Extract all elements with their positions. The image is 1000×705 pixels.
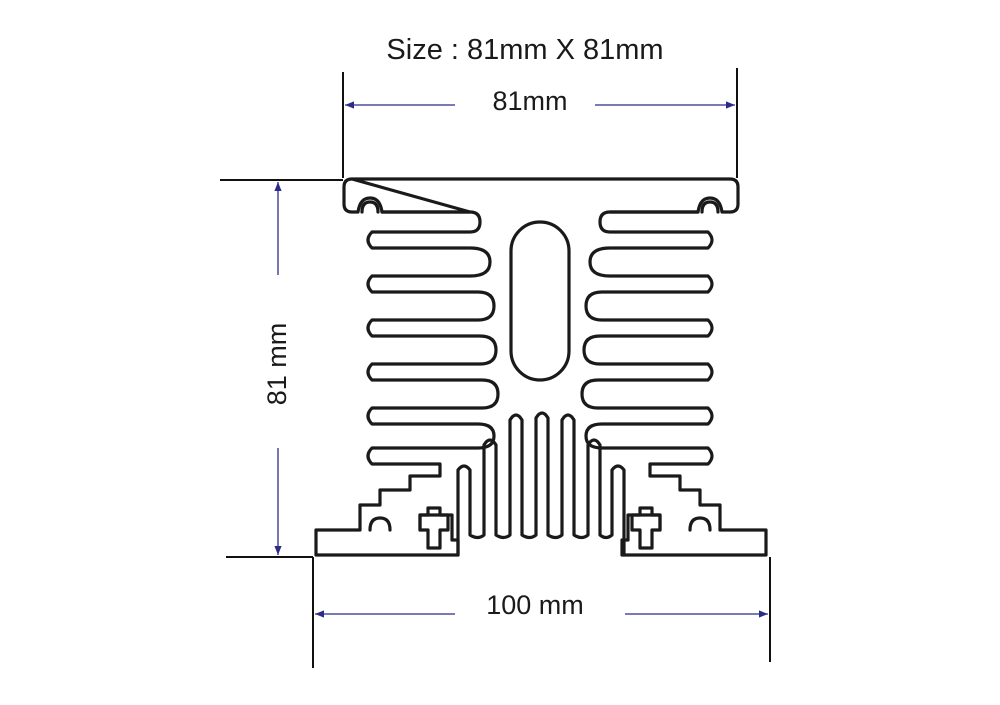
- size-title: Size : 81mm X 81mm: [386, 34, 664, 66]
- top-hook-right: [700, 200, 720, 214]
- base-clip-left: [418, 506, 450, 550]
- base-hook-left: [368, 516, 392, 532]
- right-fin-body: [580, 210, 768, 557]
- center-oval-slot: [509, 220, 571, 382]
- base-width-label: 100 mm: [465, 592, 605, 619]
- top-hook-left: [360, 200, 380, 214]
- base-hook-right: [688, 516, 712, 532]
- top-width-label: 81mm: [470, 88, 590, 115]
- top-plate: [342, 177, 740, 214]
- dimension-lines: [274, 101, 768, 618]
- height-label: 81 mm: [262, 290, 292, 438]
- heatsink-outline: [314, 177, 768, 557]
- bottom-center-fins: [456, 411, 626, 557]
- base-clip-right: [630, 506, 662, 550]
- extension-lines: [220, 68, 771, 668]
